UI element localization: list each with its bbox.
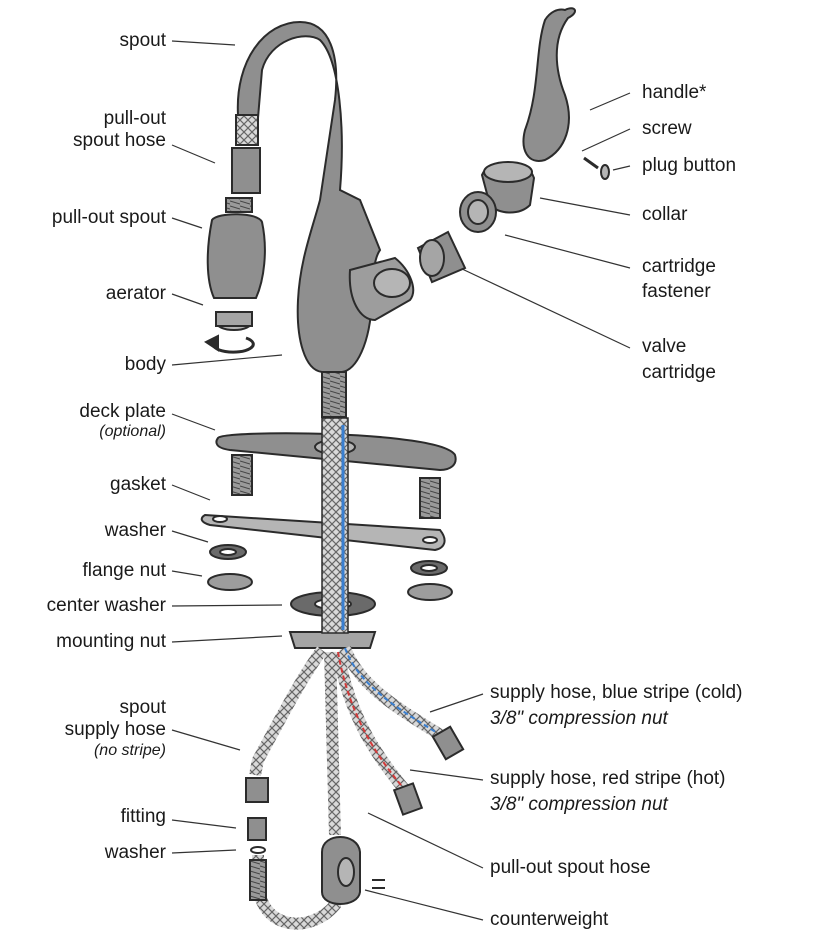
label-gasket: gasket [20,474,166,496]
label-spout: spout [20,30,166,52]
label-red-hose-nut: 3/8" compression nut [490,794,668,816]
label-cartridge-fastener-line2: fastener [642,281,711,303]
label-washer-bottom: washer [20,842,166,864]
handle-assembly [418,8,609,282]
hose-fittings [246,727,463,904]
label-deck-plate: deck plate [20,401,166,423]
label-plug-button: plug button [642,155,736,177]
label-red-hose: supply hose, red stripe (hot) [490,768,726,790]
faucet-body [238,22,413,417]
label-pullout-hose-line2: spout hose [20,130,166,152]
pull-out-spout-parts [206,115,265,352]
label-screw: screw [642,118,692,140]
label-collar: collar [642,204,687,226]
label-valve-cartridge-line1: valve [642,336,686,358]
label-aerator: aerator [20,283,166,305]
label-deck-plate-note: (optional) [20,422,166,442]
label-pullout-hose-line1: pull-out [20,108,166,130]
label-valve-cartridge-line2: cartridge [642,362,716,384]
label-spout-supply-line1: spout [20,697,166,719]
label-spout-supply-line2: supply hose [20,719,166,741]
label-cartridge-fastener-line1: cartridge [642,256,716,278]
label-pullout-spout-hose-bottom: pull-out spout hose [490,857,651,879]
label-pullout-spout: pull-out spout [6,207,166,229]
label-blue-hose-nut: 3/8" compression nut [490,708,668,730]
label-blue-hose: supply hose, blue stripe (cold) [490,682,742,704]
label-counterweight: counterweight [490,909,608,931]
label-mounting-nut: mounting nut [2,631,166,653]
label-washer-top: washer [20,520,166,542]
label-body: body [20,354,166,376]
label-handle: handle* [642,82,706,104]
label-flange-nut: flange nut [20,560,166,582]
label-center-washer: center washer [2,595,166,617]
label-spout-supply-note: (no stripe) [20,741,166,761]
label-fitting: fitting [20,806,166,828]
